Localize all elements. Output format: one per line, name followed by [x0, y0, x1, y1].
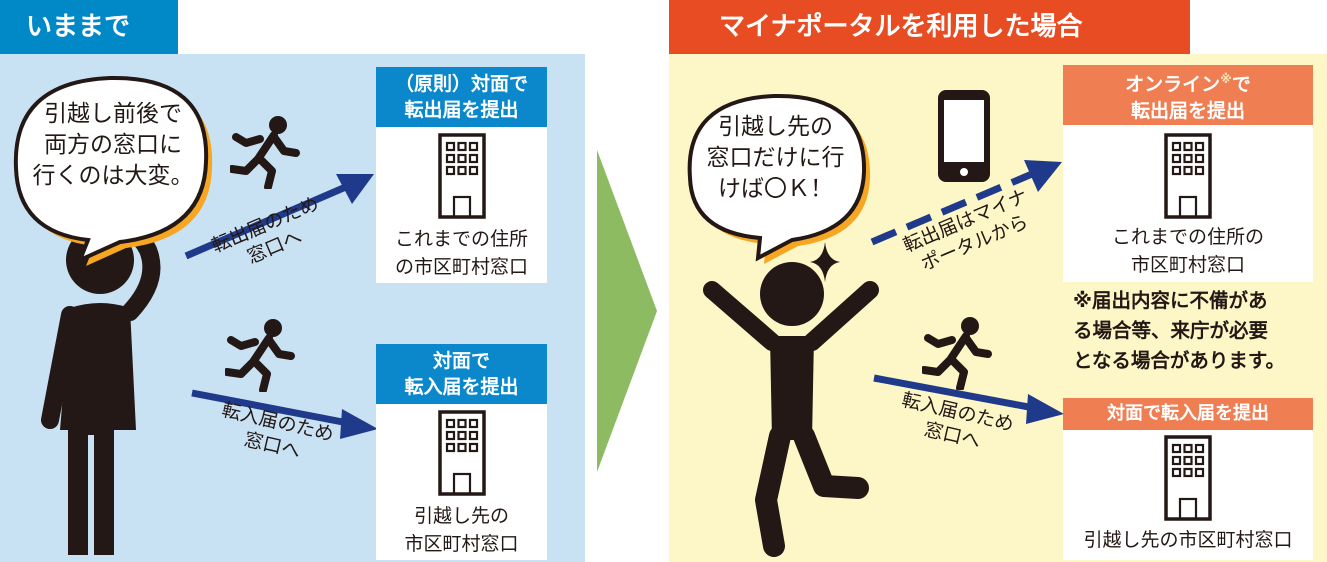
building-icon — [438, 410, 486, 496]
before-new-office-card: 対面で 転入届を提出 引越し先の 市区町村窓口 — [376, 344, 547, 560]
after-speech-bubble — [687, 93, 871, 264]
sparkle-icon — [810, 242, 840, 282]
runner-icon — [225, 319, 295, 392]
before-old-office-card-text: これまでの住所 の市区町村窓口 — [394, 228, 528, 278]
after-old-office-card: オンライン※で 転出届を提出 これまでの住所の 市区町村窓口 — [1063, 65, 1313, 282]
runner-icon — [230, 116, 300, 189]
before-old-office-card-head: （原則）対面で 転出届を提出 — [376, 67, 547, 127]
happy-person-figure — [703, 262, 879, 557]
after-header: マイナポータルを利用した場合 — [669, 0, 1190, 54]
before-speech-bubble — [13, 75, 213, 266]
arrow-to-new-office — [191, 389, 378, 439]
smartphone-icon — [938, 90, 990, 182]
before-title: いままで — [26, 12, 131, 42]
transition-arrow — [597, 150, 657, 472]
before-bubble-text: 引越し前後で 両方の窓口に 行くのは大変。 — [32, 101, 194, 189]
after-bubble-text: 引越し先の 窓口だけに行 けば〇Ｋ！ — [706, 114, 845, 202]
dashed-online-arrow — [870, 160, 1062, 246]
footnote-mark: ※ — [1220, 72, 1232, 87]
before-new-office-card-text: 引越し先の 市区町村窓口 — [404, 505, 519, 555]
after-new-office-card-text: 引越し先の市区町村窓口 — [1083, 529, 1293, 551]
after-footnote: ※届出内容に不備があ る場合等、来庁が必要 となる場合があります。 — [1073, 289, 1285, 372]
before-new-office-card-head: 対面で 転入届を提出 — [376, 344, 547, 404]
after-new-office-card-head: 対面で転入届を提出 — [1063, 398, 1313, 430]
building-icon — [1164, 435, 1212, 521]
runner-icon — [922, 317, 992, 390]
arrow-to-old-office — [184, 174, 374, 260]
arrow-to-new-office — [873, 374, 1064, 424]
after-old-office-card-text: これまでの住所の 市区町村窓口 — [1111, 226, 1264, 276]
building-icon — [438, 133, 486, 219]
after-new-office-card: 対面で転入届を提出 引越し先の市区町村窓口 — [1063, 398, 1313, 560]
building-icon — [1164, 133, 1212, 219]
before-old-office-card: （原則）対面で 転出届を提出 これまでの住所 の市区町村窓口 — [376, 67, 547, 283]
worried-person-figure — [41, 220, 161, 555]
after-title: マイナポータルを利用した場合 — [719, 12, 1083, 42]
before-header: いままで — [0, 0, 178, 54]
after-old-office-card-head: オンライン※で 転出届を提出 — [1063, 65, 1313, 125]
